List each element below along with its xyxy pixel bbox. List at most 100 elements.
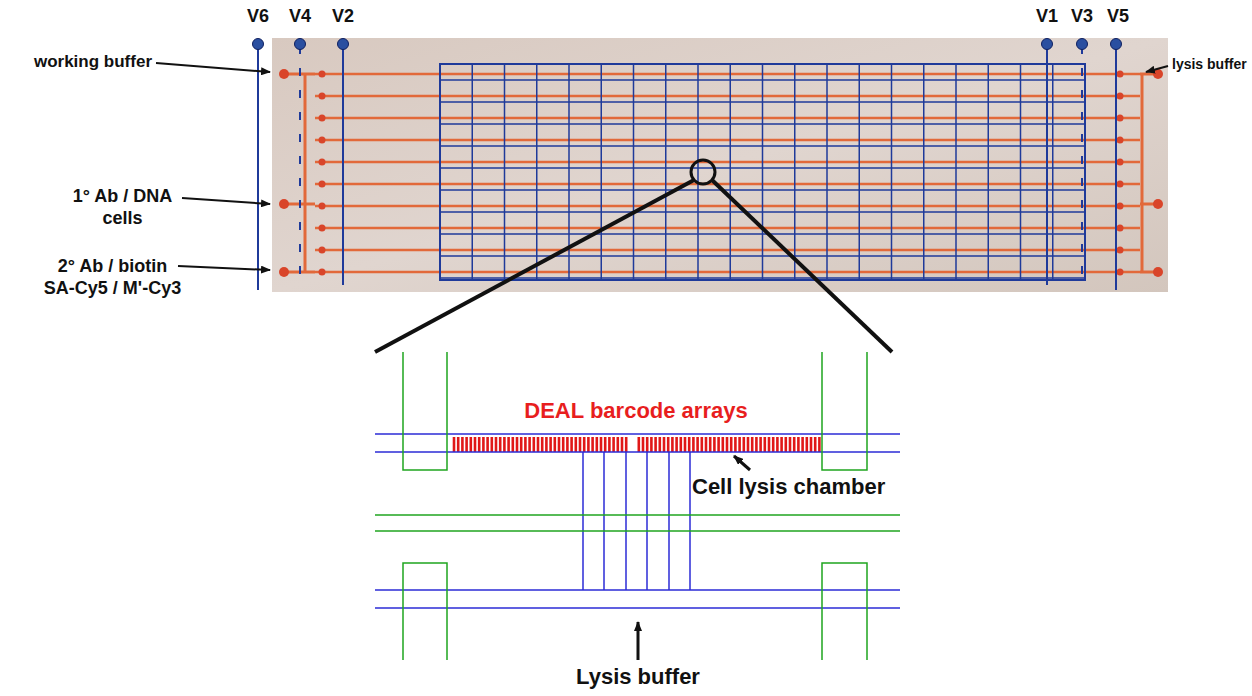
valve-label: V2 (332, 6, 354, 28)
barcode-stripe (797, 437, 800, 452)
barcode-stripe (654, 437, 657, 452)
barcode-stripe (612, 437, 615, 452)
valve-label: V5 (1107, 6, 1129, 28)
barcode-stripe (537, 437, 540, 452)
control-line (891, 64, 893, 280)
valve-port (253, 39, 264, 50)
barcode-stripe (570, 437, 573, 452)
barcode-stripe (776, 437, 779, 452)
barcode-stripe (717, 437, 720, 452)
pointer-arrow (1146, 66, 1168, 72)
barcode-stripe (520, 437, 523, 452)
inlet-label: 2° Ab / biotin SA-Cy5 / M'-Cy3 (42, 256, 183, 299)
control-line (923, 64, 925, 280)
barcode-stripe (583, 437, 586, 452)
barcode-stripe (789, 437, 792, 452)
barcode-stripe (486, 437, 489, 452)
inlet-dot (319, 115, 326, 122)
flow-channel (315, 161, 1140, 164)
control-line (826, 64, 828, 280)
control-line (665, 64, 667, 280)
barcode-stripe (507, 437, 510, 452)
pointer-arrow (156, 63, 270, 72)
control-line (1020, 64, 1022, 280)
barcode-stripe (734, 437, 737, 452)
inlet-port (279, 267, 289, 277)
control-line (988, 64, 990, 280)
barcode-stripe (516, 437, 519, 452)
control-line (633, 64, 635, 280)
barcode-stripe (658, 437, 661, 452)
barcode-stripe (562, 437, 565, 452)
pointer-arrow (637, 622, 640, 660)
barcode-stripe (541, 437, 544, 452)
inlet-dot (319, 203, 326, 210)
valve-outline (403, 352, 447, 470)
barcode-stripe (759, 437, 762, 452)
barcode-stripe (692, 437, 695, 452)
barcode-stripe (650, 437, 653, 452)
lysis-channel (689, 452, 691, 590)
buffer-label: Lysis buffer (576, 664, 700, 690)
barcode-stripe (763, 437, 766, 452)
barcode-stripe (545, 437, 548, 452)
control-line (536, 64, 538, 280)
flow-channel (315, 271, 1140, 274)
barcode-stripe (616, 437, 619, 452)
barcode-stripe (742, 437, 745, 452)
valve-line (1081, 46, 1083, 285)
barcode-stripe (747, 437, 750, 452)
flow-channel (315, 139, 1140, 142)
barcode-stripe (755, 437, 758, 452)
zoom-line (712, 180, 892, 352)
inlet-dot (1117, 203, 1124, 210)
array-title: DEAL barcode arrays (524, 398, 747, 424)
barcode-stripe (646, 437, 649, 452)
barcode-stripe (805, 437, 808, 452)
valve-line (1046, 44, 1048, 285)
zoom-circle (691, 160, 715, 184)
barcode-stripe (625, 437, 628, 452)
zoom-schematic (375, 352, 900, 660)
barcode-stripe (810, 437, 813, 452)
barcode-stripe (528, 437, 531, 452)
barcode-stripe (675, 437, 678, 452)
valve-label: V4 (289, 6, 311, 28)
inlet-dot (1117, 181, 1124, 188)
valve-line (1115, 44, 1117, 290)
barcode-stripe (457, 437, 460, 452)
inlet-dot (1117, 93, 1124, 100)
flow-channel (315, 249, 1140, 252)
inlet-dot (1117, 115, 1124, 122)
control-line (1052, 64, 1054, 280)
barcode-stripe (700, 437, 703, 452)
inlet-dot (319, 247, 326, 254)
lysis-channel (625, 452, 627, 590)
pointer-arrow (734, 456, 750, 470)
pointer-arrow (178, 266, 270, 270)
chamber-label: Cell lysis chamber (692, 474, 885, 500)
inlet-dot (319, 71, 326, 78)
barcode-stripe (751, 437, 754, 452)
inlet-label: working buffer (34, 52, 152, 72)
manifold (1141, 74, 1144, 272)
zoom-line (375, 180, 694, 352)
barcode-stripe (574, 437, 577, 452)
inlet-dot (1117, 225, 1124, 232)
barcode-stripe (684, 437, 687, 452)
valve-outline (822, 563, 867, 660)
barcode-stripe (772, 437, 775, 452)
barcode-stripe (465, 437, 468, 452)
control-line (859, 64, 861, 280)
barcode-stripe (478, 437, 481, 452)
barcode-stripe (482, 437, 485, 452)
barcode-stripe (566, 437, 569, 452)
barcode-stripe (738, 437, 741, 452)
inlet-port (1153, 267, 1163, 277)
valve-port (1042, 39, 1053, 50)
inlet-dot (319, 225, 326, 232)
barcode-stripe (801, 437, 804, 452)
barcode-stripe (503, 437, 506, 452)
valve-port (338, 39, 349, 50)
